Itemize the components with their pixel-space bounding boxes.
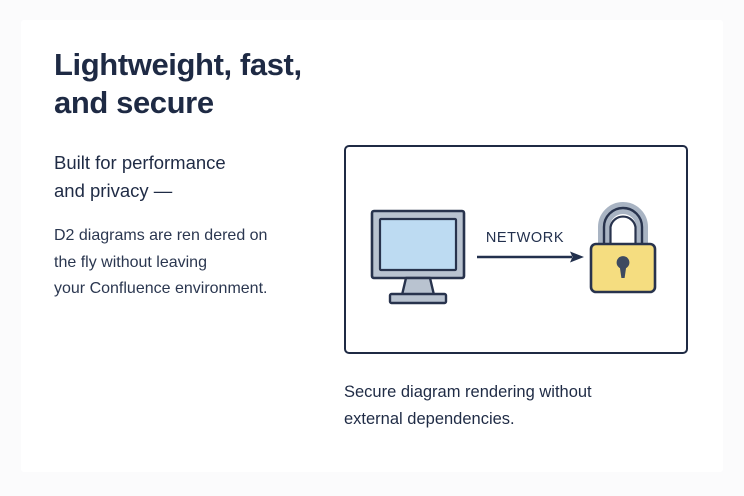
- network-diagram: NETWORK: [370, 202, 657, 305]
- diagram-caption: Secure diagram rendering without externa…: [344, 383, 592, 429]
- network-arrow-icon: [477, 251, 584, 263]
- left-column: Lightweight, fast, and secure Built for …: [54, 46, 354, 303]
- subheading: Built for performance and privacy —: [54, 151, 226, 201]
- page-title: Lightweight, fast, and secure: [54, 47, 302, 121]
- slide-card: Lightweight, fast, and secure Built for …: [21, 20, 723, 472]
- monitor-icon: [370, 209, 466, 305]
- padlock-icon: [589, 202, 657, 294]
- body-text: D2 diagrams are ren dered on the fly wit…: [54, 227, 268, 298]
- diagram-frame: NETWORK: [344, 145, 688, 354]
- edge-label-network: NETWORK: [486, 230, 564, 246]
- right-column: NETWORK Secure diagram rendering withou: [344, 145, 704, 450]
